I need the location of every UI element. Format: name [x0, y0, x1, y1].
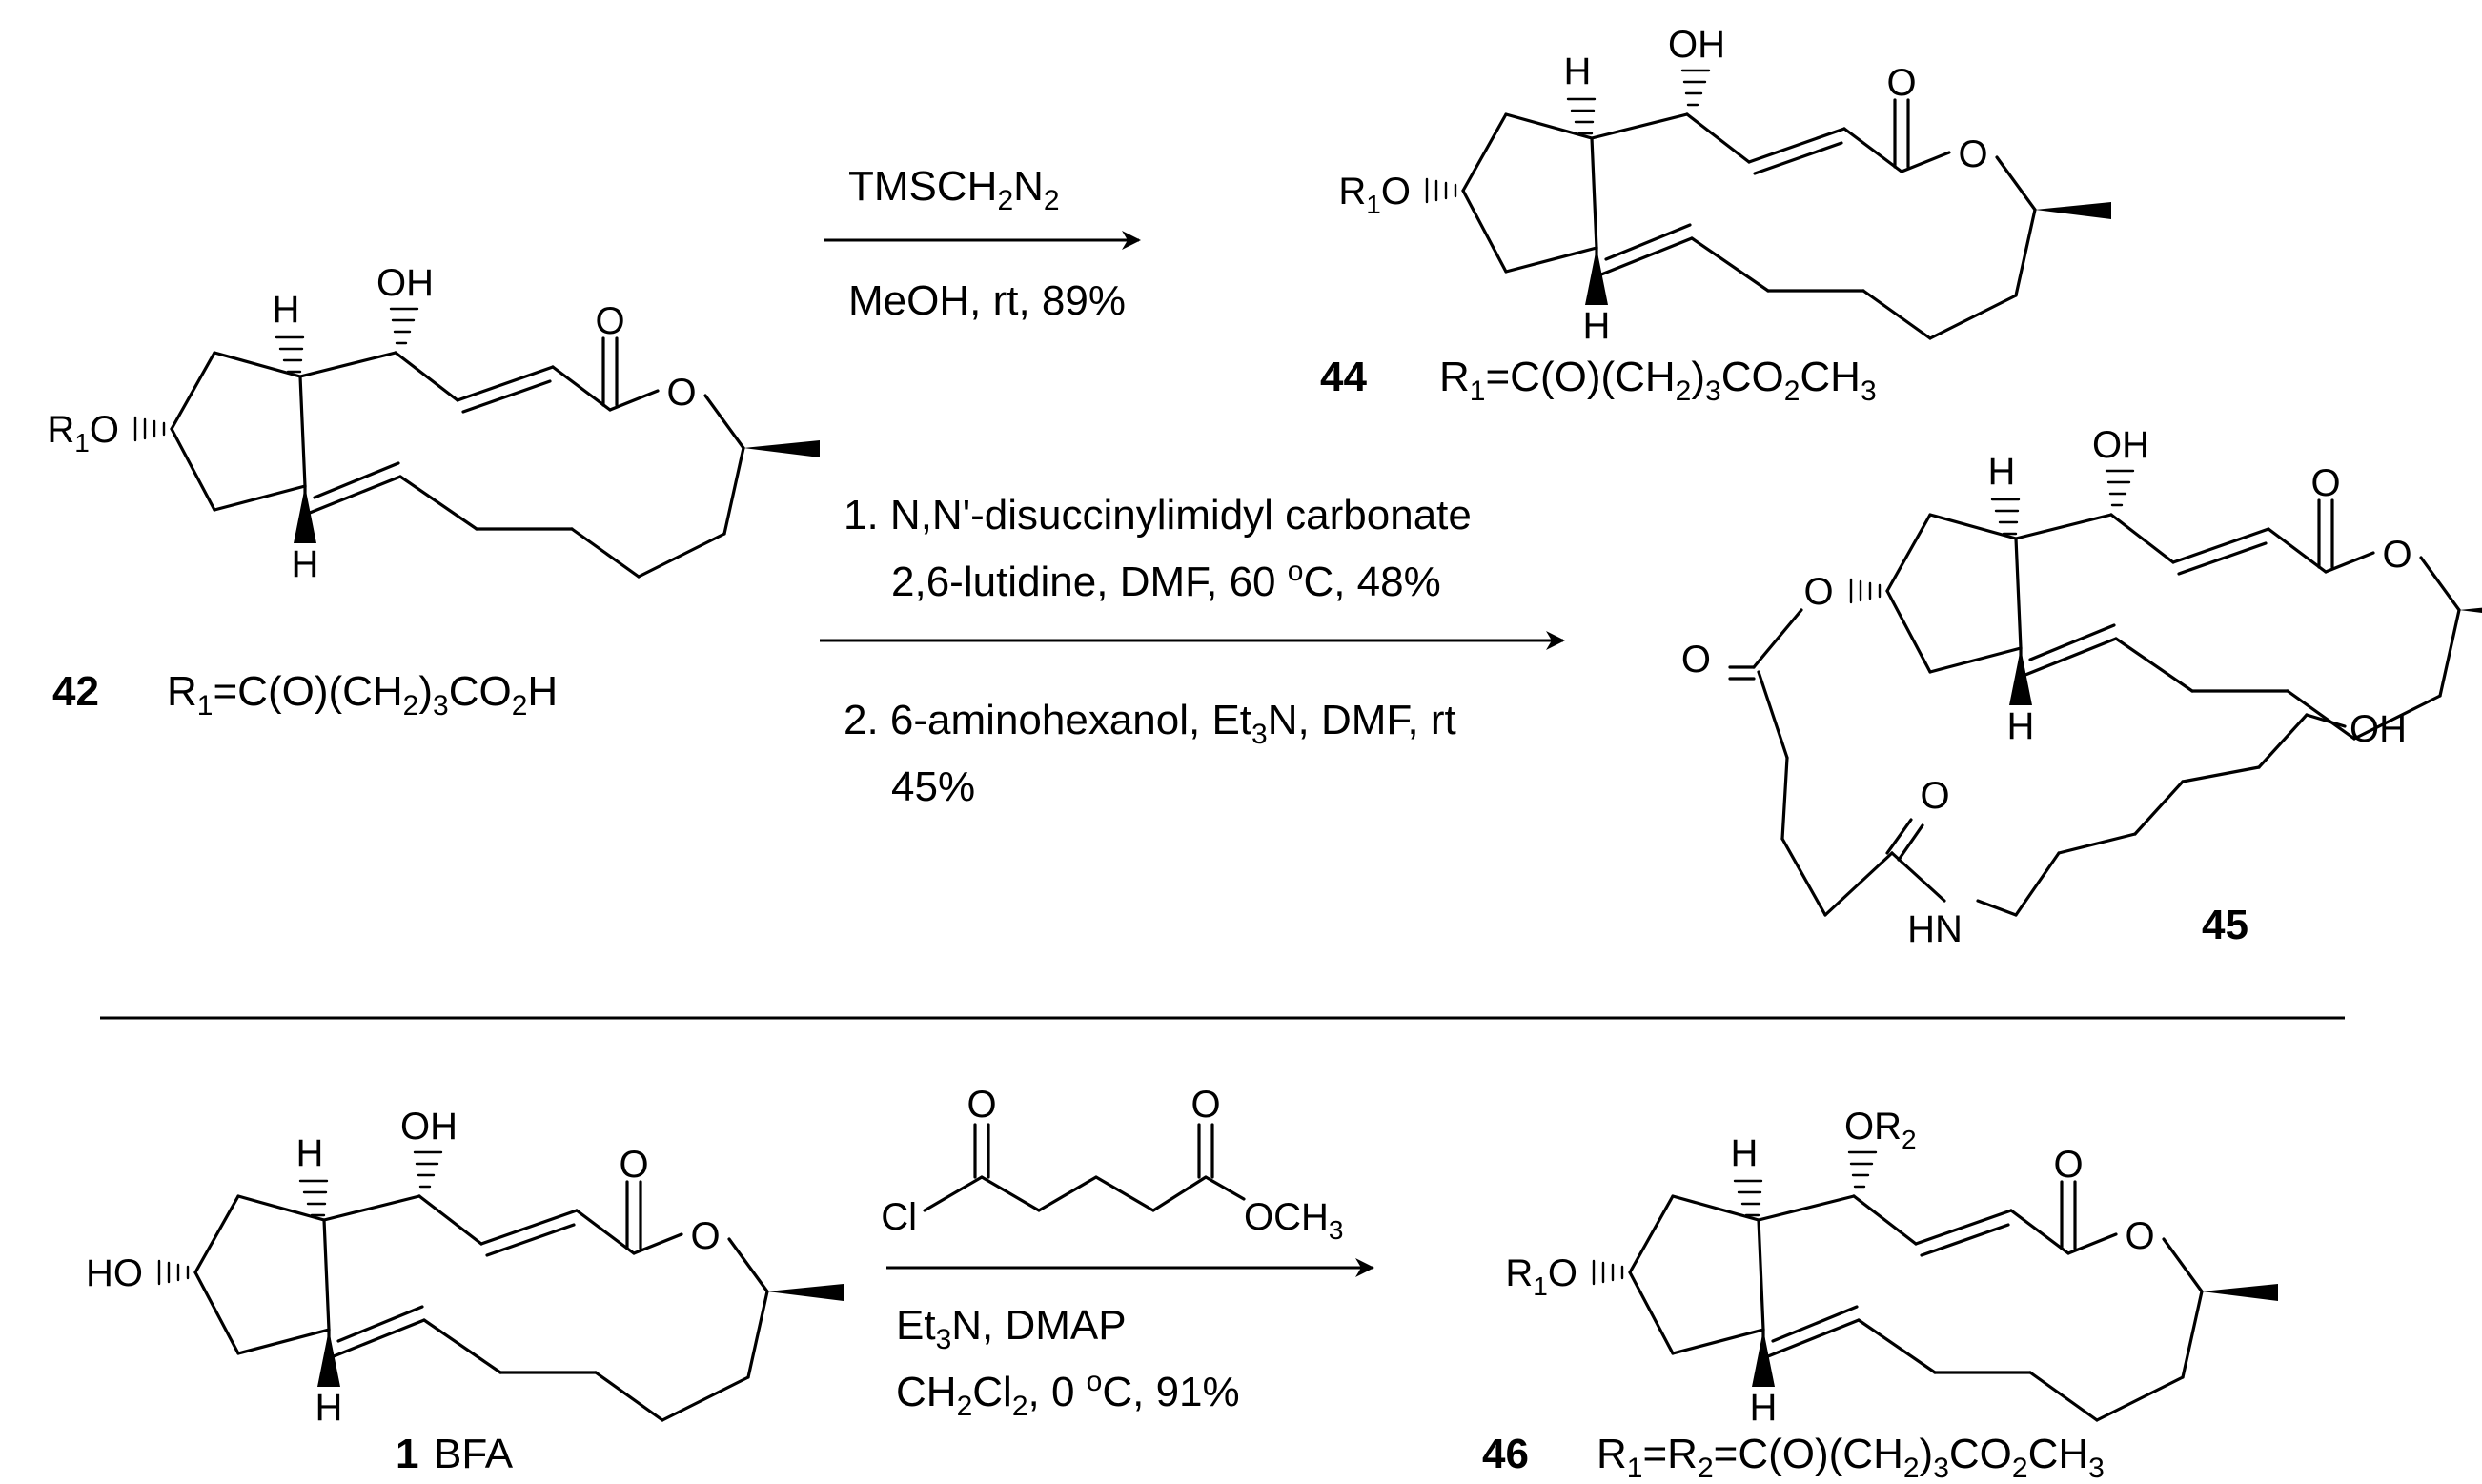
atom-r1o: R1O — [47, 409, 119, 457]
atom-ester-link-o: O — [1803, 571, 1833, 613]
arrow-2-step1-line1: 1. N,N'-disuccinylimidyl carbonate — [844, 492, 1472, 539]
compound-number-42: 42 — [52, 668, 99, 715]
atom-hn: HN — [1907, 908, 1963, 950]
compound-42-structure: H OH O O H R1O — [47, 262, 822, 585]
atom-oh: OH — [2092, 424, 2149, 466]
compound-44-caption: 44 R1=C(O)(CH2)3CO2CH3 — [1320, 354, 1877, 407]
compound-number-45: 45 — [2202, 902, 2248, 948]
atom-h-upper: H — [1988, 451, 2016, 493]
compound-46-label: R1=R2=C(O)(CH2)3CO2CH3 — [1597, 1431, 2105, 1484]
atom-or2: OR2 — [1844, 1106, 1917, 1154]
atom-cl: Cl — [881, 1196, 917, 1238]
atom-h-upper: H — [273, 289, 300, 331]
atom-acyl-o: O — [966, 1084, 996, 1126]
atom-r1o: R1O — [1505, 1252, 1577, 1301]
arrow-1-conditions: MeOH, rt, 89% — [848, 277, 1126, 324]
compound-45-caption: 45 — [2202, 902, 2248, 948]
atom-ester-o: O — [2125, 1215, 2154, 1257]
compound-46-structure: H OR2 O O H R1O — [1505, 1106, 2280, 1429]
arrow-2-step1-line2: 2,6-lutidine, DMF, 60 oC, 48% — [891, 556, 1441, 605]
arrow-2-step2-line2: 45% — [891, 763, 975, 810]
atom-h-lower: H — [1750, 1387, 1778, 1429]
reaction-arrow-3: Et3N, DMAP CH2Cl2, 0 oC, 91% — [886, 1258, 1374, 1422]
compound-number-1: 1 — [396, 1431, 418, 1477]
arrow-1-reagent: TMSCH2N2 — [848, 163, 1060, 216]
atom-terminal-oh: OH — [2350, 708, 2407, 750]
compound-number-44: 44 — [1320, 354, 1367, 400]
atom-oh: OH — [400, 1106, 458, 1148]
arrow-2-step2-line1: 2. 6-aminohexanol, Et3N, DMF, rt — [844, 697, 1456, 750]
atom-h-upper: H — [296, 1132, 324, 1174]
atom-h-lower: H — [1583, 305, 1611, 347]
atom-ester-o: O — [1958, 133, 1987, 175]
atom-carbonyl-o: O — [2310, 462, 2340, 504]
compound-45-linker: O O HN OH — [1681, 608, 2407, 950]
compound-42-label: R1=C(O)(CH2)3CO2H — [167, 668, 558, 722]
atom-h-upper: H — [1731, 1132, 1759, 1174]
atom-ho: HO — [86, 1252, 143, 1294]
atom-ester-o: O — [690, 1215, 720, 1257]
compound-1-caption: 1 BFA — [396, 1431, 514, 1477]
atom-ester-o: O — [666, 372, 696, 414]
atom-ester-o: O — [2382, 534, 2411, 576]
compound-number-46: 46 — [1482, 1431, 1529, 1477]
atom-carbonyl-o: O — [2053, 1144, 2083, 1186]
atom-ester-carbonyl-o: O — [1190, 1084, 1220, 1126]
compound-1-name: BFA — [434, 1431, 514, 1477]
atom-oh: OH — [376, 262, 434, 304]
reaction-arrow-2: 1. N,N'-disuccinylimidyl carbonate 2,6-l… — [820, 492, 1565, 810]
atom-carbonyl-o: O — [619, 1144, 648, 1186]
atom-r1o: R1O — [1338, 171, 1411, 219]
reaction-arrow-1: TMSCH2N2 MeOH, rt, 89% — [824, 163, 1141, 324]
compound-1-structure: H OH O O H HO — [86, 1106, 845, 1429]
reagent-acyl-chloride: O O Cl OCH3 — [881, 1084, 1343, 1245]
atom-carbonyl-o: O — [595, 300, 624, 342]
atom-oh: OH — [1668, 24, 1725, 66]
compound-44-label: R1=C(O)(CH2)3CO2CH3 — [1439, 354, 1877, 407]
atom-h-lower: H — [315, 1387, 343, 1429]
arrow-3-line2: CH2Cl2, 0 oC, 91% — [896, 1366, 1240, 1422]
arrow-3-line1: Et3N, DMAP — [896, 1302, 1127, 1355]
atom-h-lower: H — [2007, 705, 2035, 747]
atom-linker-carbonyl-o: O — [1681, 639, 1711, 681]
compound-42-caption: 42 R1=C(O)(CH2)3CO2H — [52, 668, 558, 722]
compound-45-structure: H OH O O H O — [1803, 424, 2482, 747]
atom-h-upper: H — [1564, 51, 1592, 92]
atom-amide-o: O — [1920, 775, 1949, 817]
compound-44-structure: H OH O O H R1O — [1338, 24, 2113, 347]
atom-och3: OCH3 — [1244, 1196, 1343, 1245]
atom-h-lower: H — [292, 543, 319, 585]
compound-46-caption: 46 R1=R2=C(O)(CH2)3CO2CH3 — [1482, 1431, 2105, 1484]
atom-carbonyl-o: O — [1886, 62, 1916, 104]
